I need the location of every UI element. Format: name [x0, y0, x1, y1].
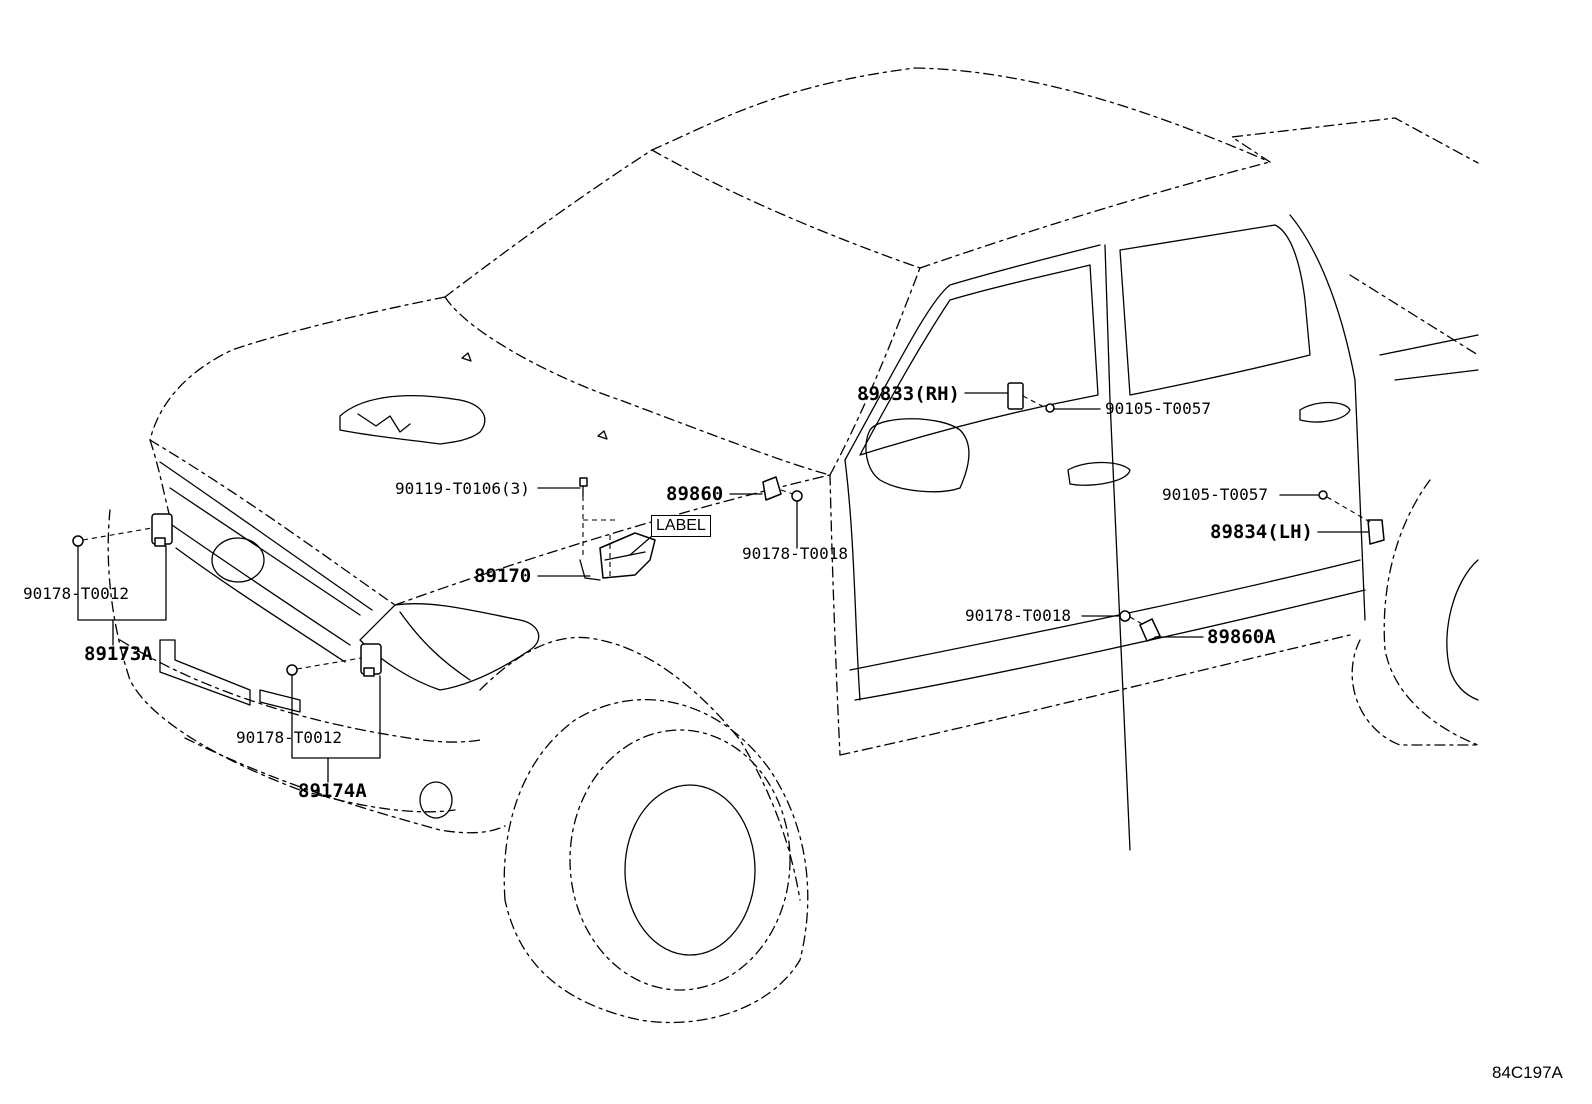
- leader-89174a-bracket: [291, 674, 381, 759]
- headlight-outline: [359, 603, 540, 691]
- fender-arch: [479, 636, 801, 901]
- sensor-89860: [762, 476, 782, 501]
- callout-90105-t0057-upper: 90105-T0057: [1105, 399, 1211, 418]
- screw-90105-t0057-upper: [1045, 403, 1055, 413]
- headlight-detail: [399, 611, 471, 681]
- body-side: [829, 474, 841, 756]
- side-airbag-sensor-rh: [1007, 382, 1024, 410]
- grille-outline: [171, 524, 351, 646]
- bed-outline: [1231, 117, 1479, 164]
- nut-90178-t0012-right: [286, 664, 298, 676]
- windshield-outline: [651, 149, 921, 269]
- airbag-sensor-assembly-center: [579, 532, 656, 581]
- mirror: [865, 418, 970, 493]
- screw-90105-t0057-lower: [1318, 490, 1328, 500]
- diagram-id: 84C197A: [1492, 1063, 1563, 1082]
- roof-outline: [914, 67, 1271, 163]
- dashed-link-89860: [780, 489, 794, 495]
- callout-90105-t0057-lower: 90105-T0057: [1162, 485, 1268, 504]
- hood-scoop: [357, 413, 411, 433]
- hood-outline: [829, 267, 921, 476]
- callout-90178-t0012-right: 90178-T0012: [236, 728, 342, 747]
- grille-emblem: [211, 537, 265, 583]
- dashed-link-bolt: [582, 496, 615, 580]
- grille-outline: [159, 461, 373, 611]
- label-tag: LABEL: [651, 515, 711, 537]
- bed-outline: [1349, 274, 1479, 356]
- bumper-outline: [159, 639, 251, 706]
- rear-door-edge: [1289, 214, 1366, 621]
- hood-outline: [149, 439, 396, 606]
- door-handle: [1299, 401, 1351, 423]
- fog-lamp: [419, 781, 453, 819]
- callout-90178-t0018-upper: 90178-T0018: [742, 544, 848, 563]
- bed-outline: [1394, 369, 1479, 381]
- callout-89174a: 89174A: [298, 780, 367, 802]
- bumper-outline: [119, 639, 481, 743]
- window-front: [859, 264, 1099, 456]
- callout-89834-lh: 89834(LH): [1210, 521, 1313, 543]
- hood-scoop: [339, 395, 486, 445]
- grille-outline: [149, 439, 173, 526]
- bumper-outline: [259, 689, 301, 713]
- callout-89860a: 89860A: [1207, 626, 1276, 648]
- front-airbag-sensor-lh: [151, 513, 173, 547]
- rocker-line: [849, 559, 1361, 671]
- body-side: [839, 634, 1351, 756]
- rear-body: [1351, 639, 1479, 746]
- rocker-line: [854, 589, 1366, 701]
- bumper-outline: [107, 509, 456, 813]
- roof-outline: [651, 67, 916, 151]
- door-outline: [844, 244, 1101, 461]
- callout-89833-rh: 89833(RH): [857, 383, 960, 405]
- dashed-link-89834: [1326, 496, 1371, 523]
- rear-wheel: [1446, 559, 1479, 701]
- callout-90178-t0018-lower: 90178-T0018: [965, 606, 1071, 625]
- bed-outline: [1379, 334, 1479, 356]
- callout-90119-t0106: 90119-T0106(3): [395, 479, 530, 498]
- nut-90178-t0018-upper: [791, 490, 803, 502]
- front-wheel-rim: [569, 729, 791, 991]
- b-pillar: [1104, 244, 1131, 851]
- nut-90178-t0018-lower: [1119, 610, 1131, 622]
- side-airbag-sensor-lh: [1367, 519, 1385, 545]
- windshield-outline: [444, 149, 653, 298]
- callout-89173a: 89173A: [84, 643, 153, 665]
- front-wheel: [503, 699, 809, 1024]
- callout-90178-t0012-left: 90178-T0012: [23, 584, 129, 603]
- leader-label-tag: [629, 535, 653, 556]
- front-wheel-hub: [624, 784, 756, 956]
- nut-90178-t0012-left: [72, 535, 84, 547]
- dashed-link-lh-sensor: [82, 527, 153, 541]
- hood-outline: [444, 296, 831, 476]
- grille-slat: [175, 547, 346, 663]
- bumper-lower: [184, 737, 506, 834]
- bolt-90119-t0106: [579, 477, 588, 497]
- dashed-link-rh-sensor: [296, 657, 362, 670]
- sensor-89860a: [1139, 618, 1161, 642]
- callout-89860: 89860: [666, 483, 724, 505]
- leader-89173a-bracket: [77, 545, 167, 621]
- rear-wheel: [1383, 479, 1479, 746]
- dashed-link-89833: [1022, 395, 1047, 409]
- hood-mark: [597, 430, 608, 440]
- window-rear: [1119, 224, 1311, 396]
- dashed-link-89860a: [1129, 616, 1143, 625]
- grille-outline: [169, 487, 361, 616]
- roof-outline: [919, 161, 1271, 269]
- door-outline: [844, 459, 861, 701]
- hood-outline: [149, 296, 446, 441]
- front-airbag-sensor-rh: [360, 643, 382, 677]
- callout-89170: 89170: [474, 565, 532, 587]
- hood-mark: [461, 352, 472, 362]
- door-handle: [1067, 461, 1131, 486]
